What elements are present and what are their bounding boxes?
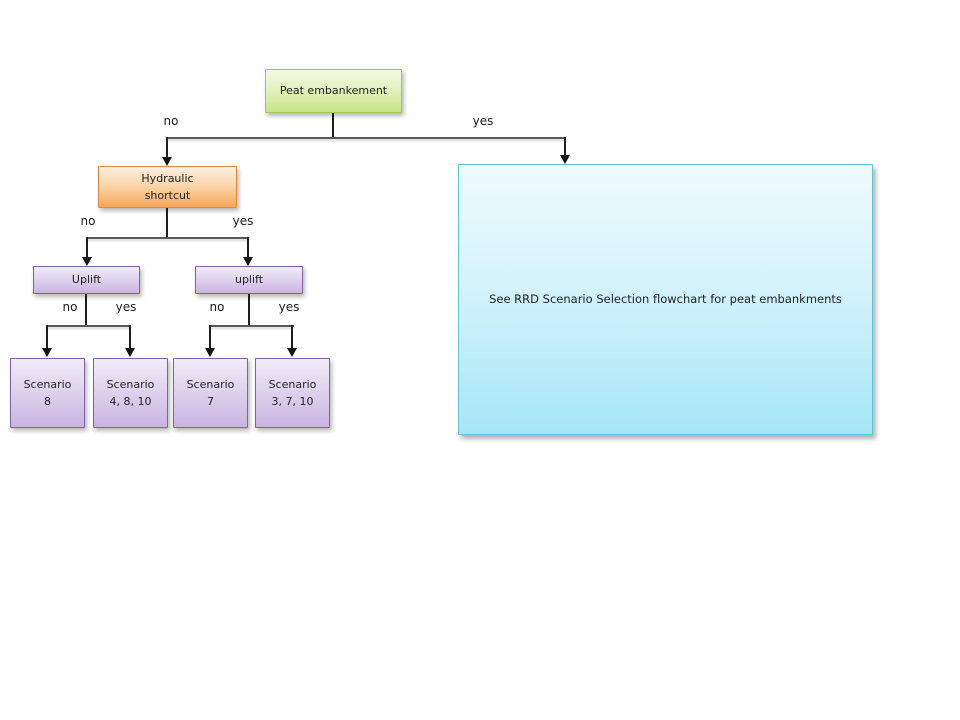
node-peat-embankment-label: Peat embankement bbox=[279, 84, 388, 98]
node-scenario-7-line1: Scenario bbox=[186, 377, 235, 391]
node-rrd-reference: See RRD Scenario Selection flowchart for… bbox=[458, 164, 873, 435]
edge-label-root-no: no bbox=[163, 114, 179, 128]
arrowhead-to-uplift-left bbox=[82, 257, 92, 266]
node-uplift-left: Uplift bbox=[33, 266, 140, 294]
arrowhead-to-hydraulic-shortcut bbox=[162, 157, 172, 166]
edge-label-uplift-left-yes: yes bbox=[115, 300, 137, 314]
node-hydraulic-shortcut-line2: shortcut bbox=[144, 189, 191, 202]
node-scenario-8-line2: 8 bbox=[44, 395, 51, 408]
arrowhead-to-scenario-3-7-10 bbox=[287, 348, 297, 357]
connector-root-stem bbox=[332, 112, 334, 139]
node-uplift-right-label: uplift bbox=[234, 273, 264, 287]
connector-uplift-left-yes-drop bbox=[129, 325, 131, 348]
connector-uplift-left-stem bbox=[85, 294, 87, 326]
connector-uplift-left-branch bbox=[46, 325, 131, 327]
edge-label-uplift-right-no: no bbox=[209, 300, 225, 314]
connector-root-branch bbox=[166, 137, 566, 139]
connector-root-no-drop bbox=[166, 137, 168, 157]
connector-hydraulic-yes-drop bbox=[247, 237, 249, 257]
arrowhead-to-scenario-8 bbox=[42, 348, 52, 357]
edge-label-uplift-right-yes: yes bbox=[278, 300, 300, 314]
node-scenario-4-8-10: Scenario 4, 8, 10 bbox=[93, 358, 168, 428]
connector-hydraulic-no-drop bbox=[86, 237, 88, 257]
connector-root-yes-drop bbox=[564, 137, 566, 155]
node-scenario-3-7-10: Scenario 3, 7, 10 bbox=[255, 358, 330, 428]
node-hydraulic-shortcut-line1: Hydraulic bbox=[141, 171, 194, 185]
node-scenario-7-line2: 7 bbox=[207, 395, 214, 408]
arrowhead-to-scenario-7 bbox=[205, 348, 215, 357]
node-hydraulic-shortcut: Hydraulic shortcut bbox=[98, 166, 237, 208]
arrowhead-to-reference bbox=[560, 155, 570, 164]
edge-label-root-yes: yes bbox=[472, 114, 494, 128]
edge-label-hydraulic-yes: yes bbox=[232, 214, 254, 228]
connector-uplift-right-yes-drop bbox=[291, 325, 293, 348]
connector-uplift-right-branch bbox=[209, 325, 294, 327]
connector-uplift-left-no-drop bbox=[46, 325, 48, 348]
arrowhead-to-uplift-right bbox=[243, 257, 253, 266]
node-uplift-left-label: Uplift bbox=[71, 273, 102, 287]
connector-hydraulic-branch bbox=[86, 237, 249, 239]
node-scenario-3-7-10-line2: 3, 7, 10 bbox=[271, 395, 314, 408]
node-scenario-7: Scenario 7 bbox=[173, 358, 248, 428]
node-uplift-right: uplift bbox=[195, 266, 303, 294]
node-scenario-8-line1: Scenario bbox=[23, 377, 72, 391]
node-rrd-reference-label: See RRD Scenario Selection flowchart for… bbox=[489, 291, 842, 306]
node-scenario-8: Scenario 8 bbox=[10, 358, 85, 428]
node-scenario-4-8-10-line1: Scenario bbox=[106, 377, 155, 391]
node-peat-embankment: Peat embankement bbox=[265, 69, 402, 113]
arrowhead-to-scenario-4-8-10 bbox=[125, 348, 135, 357]
connector-hydraulic-stem bbox=[166, 208, 168, 238]
connector-uplift-right-stem bbox=[248, 294, 250, 326]
node-scenario-3-7-10-line1: Scenario bbox=[268, 377, 317, 391]
node-scenario-4-8-10-line2: 4, 8, 10 bbox=[109, 395, 152, 408]
edge-label-hydraulic-no: no bbox=[80, 214, 96, 228]
edge-label-uplift-left-no: no bbox=[62, 300, 78, 314]
connector-uplift-right-no-drop bbox=[209, 325, 211, 348]
